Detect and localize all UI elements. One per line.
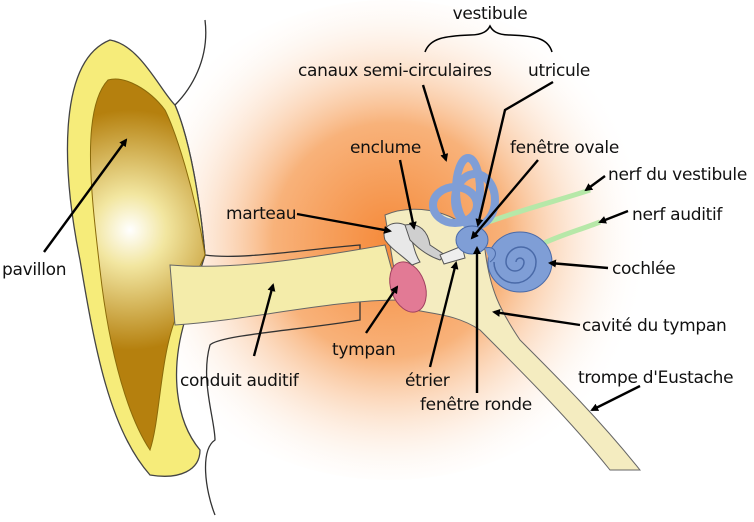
label-etrier: étrier <box>405 371 450 391</box>
arrow-cochlee <box>548 259 609 270</box>
label-cavite-tympan: cavité du tympan <box>582 316 727 336</box>
stirrup <box>439 245 466 265</box>
vestibular-nerve <box>479 187 591 228</box>
vestibule-brace <box>424 24 553 53</box>
label-pavillon: pavillon <box>2 260 66 280</box>
label-cochlee: cochlée <box>612 259 675 279</box>
label-marteau: marteau <box>226 204 296 224</box>
arrow-nerf-vestibule <box>584 175 606 192</box>
vestibule-body <box>455 225 489 255</box>
arrow-conduit-auditif <box>252 283 276 357</box>
label-fenetre-ronde: fenêtre ronde <box>420 395 532 415</box>
label-tympan: tympan <box>332 340 395 360</box>
arrow-cavite-tympan <box>492 308 581 327</box>
hammer <box>383 222 421 266</box>
arrow-enclume <box>398 159 417 230</box>
label-canaux-semi-circulaires: canaux semi-circulaires <box>298 61 492 81</box>
concha <box>89 78 206 452</box>
auditory-nerve <box>538 219 601 248</box>
label-vestibule: vestibule <box>453 4 528 24</box>
label-utricule: utricule <box>528 61 590 81</box>
arrow-tympan <box>365 285 399 334</box>
label-enclume: enclume <box>350 138 421 158</box>
cochlea <box>484 231 553 293</box>
label-conduit-auditif: conduit auditif <box>180 371 300 391</box>
arrow-utricule <box>475 80 554 227</box>
arrow-canaux <box>421 84 449 162</box>
arrow-pavillon <box>43 138 128 253</box>
label-trompe-eustache: trompe d'Eustache <box>578 368 733 388</box>
arrow-fenetre-ovale <box>470 159 539 240</box>
label-nerf-auditif: nerf auditif <box>632 205 723 225</box>
label-nerf-vestibule: nerf du vestibule <box>608 165 747 185</box>
label-fenetre-ovale: fenêtre ovale <box>510 138 619 158</box>
arrow-marteau <box>296 212 392 234</box>
arrow-nerf-auditif <box>598 209 629 224</box>
arrow-etrier <box>428 261 459 368</box>
arrow-trompe <box>590 384 641 412</box>
